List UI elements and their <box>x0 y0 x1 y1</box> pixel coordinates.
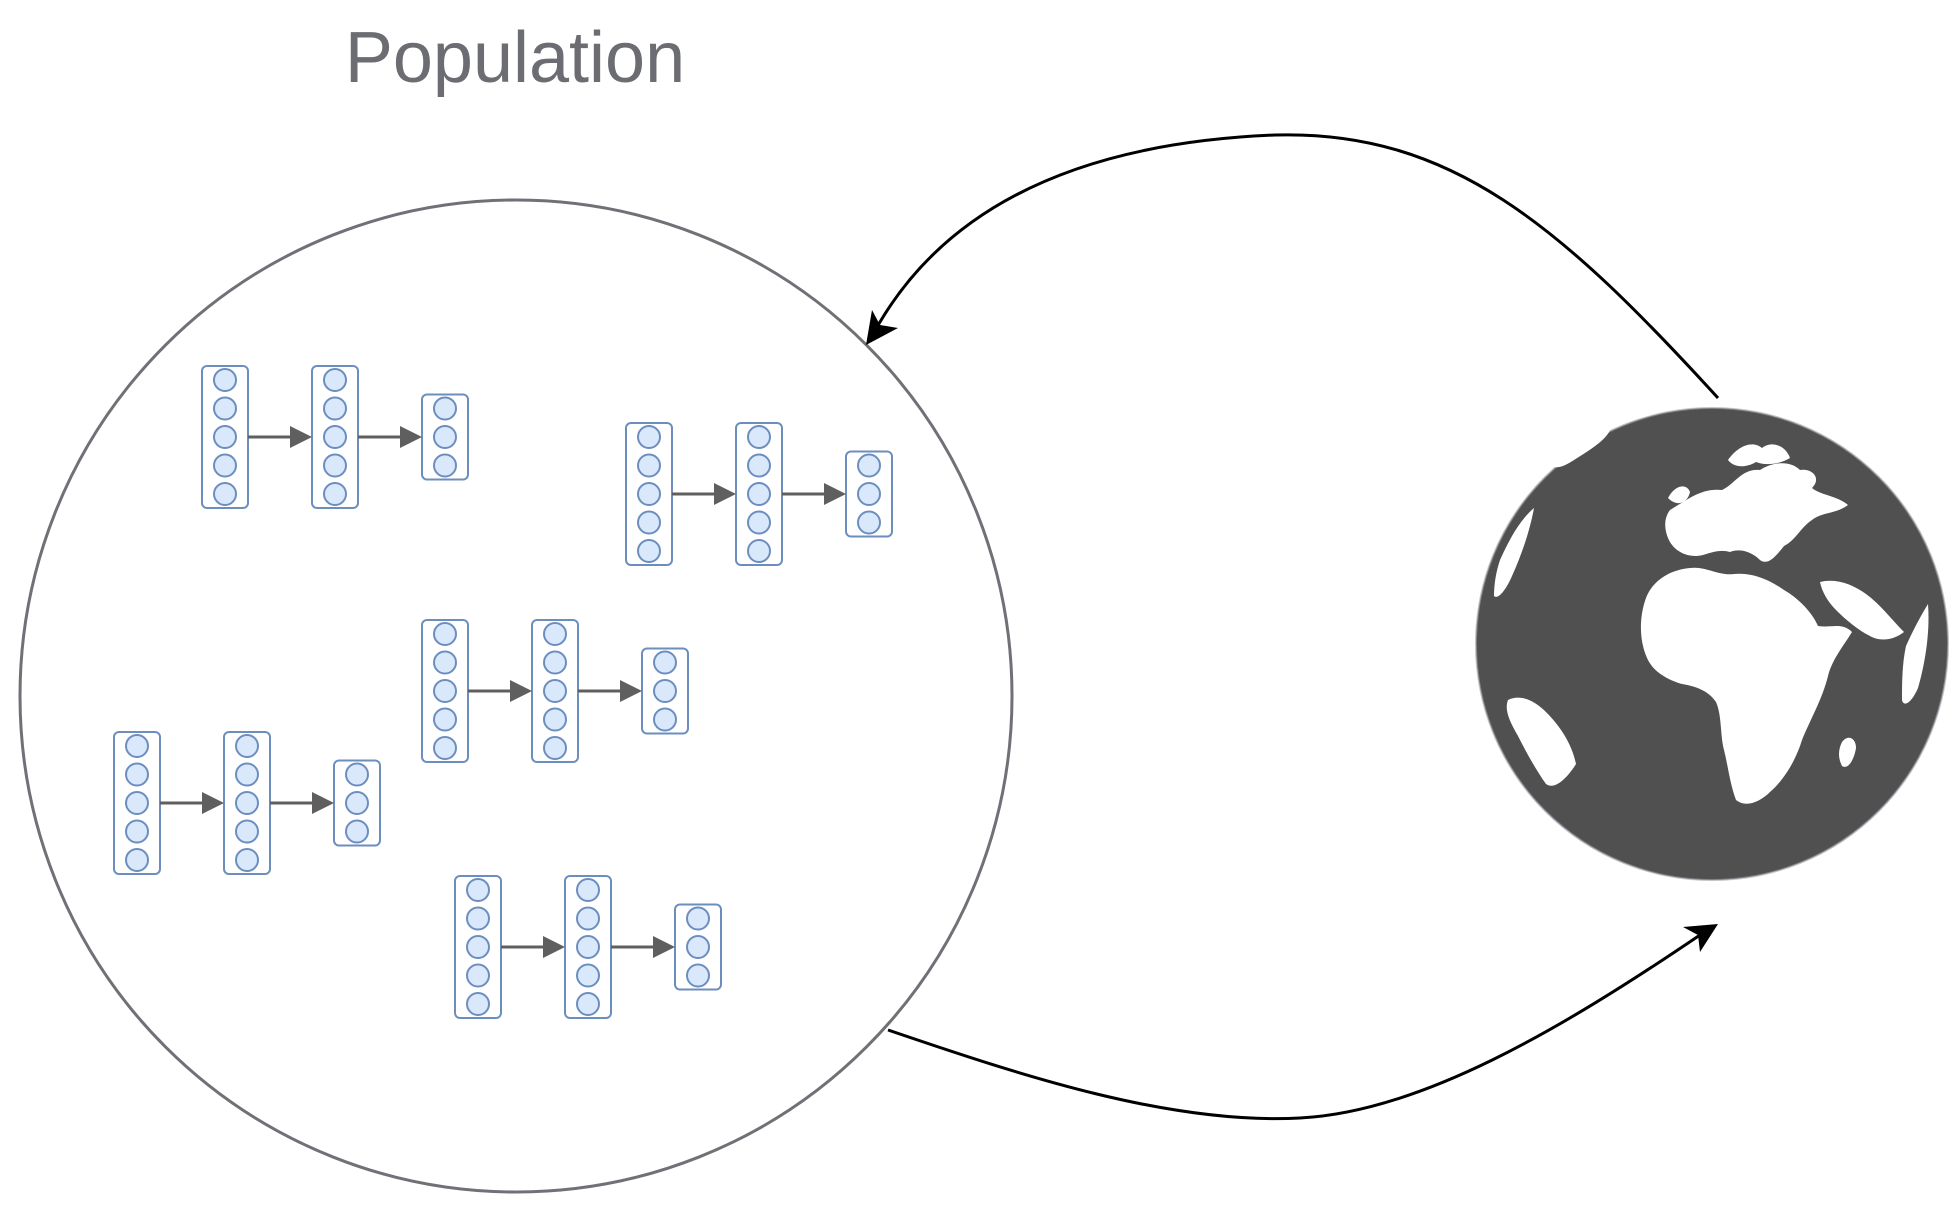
neuron <box>213 425 237 449</box>
neuron <box>543 679 567 703</box>
neuron <box>433 396 457 421</box>
globe-africa-shape <box>1640 567 1852 804</box>
neural-network <box>201 365 469 509</box>
layer-connection-arrow-head <box>290 426 312 448</box>
globe-madagascar-shape <box>1839 737 1856 767</box>
neuron <box>235 734 259 758</box>
layer-connection-arrow-head <box>620 680 642 702</box>
neuron <box>543 707 567 732</box>
layer-connection-arrow-head <box>312 792 334 814</box>
neuron <box>323 482 347 506</box>
population-title: Population <box>344 18 686 98</box>
neural-network <box>454 875 722 1019</box>
environment-to-population-arrow-head <box>866 310 898 345</box>
neuron <box>235 819 259 844</box>
globe-arabia-shape <box>1820 580 1904 640</box>
neuron <box>235 848 259 872</box>
globe-isles-shape <box>1668 486 1690 504</box>
neuron <box>433 622 457 646</box>
layer-connection-arrow-head <box>510 680 532 702</box>
neuron <box>213 368 237 392</box>
globe-greenland-shape <box>1546 430 1610 468</box>
neuron <box>857 453 881 478</box>
neuron <box>466 906 490 931</box>
neuron <box>466 963 490 988</box>
neuron <box>235 791 259 815</box>
neuron <box>125 848 149 872</box>
population-to-environment-arrow-head <box>1683 924 1718 952</box>
neuron <box>433 679 457 703</box>
neural-network <box>113 731 381 875</box>
neuron <box>543 622 567 646</box>
neuron <box>433 736 457 760</box>
environment-to-population-arrow <box>868 133 1720 400</box>
neuron <box>686 963 710 988</box>
layer-connection-arrow-head <box>653 936 675 958</box>
neuron <box>637 539 661 563</box>
neuron <box>433 425 457 449</box>
neuron <box>323 425 347 449</box>
neuron <box>543 736 567 760</box>
neuron <box>543 650 567 675</box>
neuron <box>125 762 149 787</box>
neuron <box>125 791 149 815</box>
neuron <box>323 453 347 478</box>
population-to-environment-arrow <box>887 933 1701 1121</box>
neuron <box>653 679 677 703</box>
population-networks <box>113 365 893 1019</box>
neuron <box>637 453 661 478</box>
neural-network <box>625 422 893 566</box>
neuron <box>857 482 881 506</box>
layer-connection-arrow-head <box>824 483 846 505</box>
neuron <box>433 707 457 732</box>
neuron <box>576 935 600 959</box>
neuron <box>686 935 710 959</box>
neuron <box>747 425 771 449</box>
neuron <box>466 992 490 1016</box>
globe-icon <box>1475 407 1949 881</box>
neuron <box>213 396 237 421</box>
globe-europe-shape <box>1665 463 1848 562</box>
neuron <box>637 510 661 535</box>
layer-connection-arrow-head <box>714 483 736 505</box>
neuron <box>576 878 600 902</box>
neuron <box>576 906 600 931</box>
neuron <box>125 819 149 844</box>
layer-connection-arrow-head <box>400 426 422 448</box>
neural-network <box>421 619 689 763</box>
neuron <box>125 734 149 758</box>
neuron <box>323 396 347 421</box>
neuron <box>213 453 237 478</box>
neuron <box>466 878 490 902</box>
layer-connection-arrow-head <box>543 936 565 958</box>
globe-americas-edge-shape <box>1494 508 1534 597</box>
neuron <box>235 762 259 787</box>
neuron <box>433 650 457 675</box>
neuron <box>747 539 771 563</box>
globe-south-america-edge-shape <box>1506 697 1576 786</box>
neuron <box>637 425 661 449</box>
globe-scandinavia-shape <box>1728 444 1790 467</box>
neuron <box>653 707 677 732</box>
globe-east-edge-shape <box>1902 604 1929 704</box>
neuron <box>433 453 457 478</box>
neuron <box>576 992 600 1016</box>
neuron <box>686 906 710 931</box>
neuron <box>747 510 771 535</box>
neuron <box>345 819 369 844</box>
neuron <box>576 963 600 988</box>
neuron <box>747 482 771 506</box>
neuron <box>466 935 490 959</box>
neuron <box>323 368 347 392</box>
neuron <box>637 482 661 506</box>
neuron <box>213 482 237 506</box>
neuron <box>345 791 369 815</box>
layer-connection-arrow-head <box>202 792 224 814</box>
neuron <box>857 510 881 535</box>
neuron <box>747 453 771 478</box>
neuron <box>345 762 369 787</box>
neuron <box>653 650 677 675</box>
